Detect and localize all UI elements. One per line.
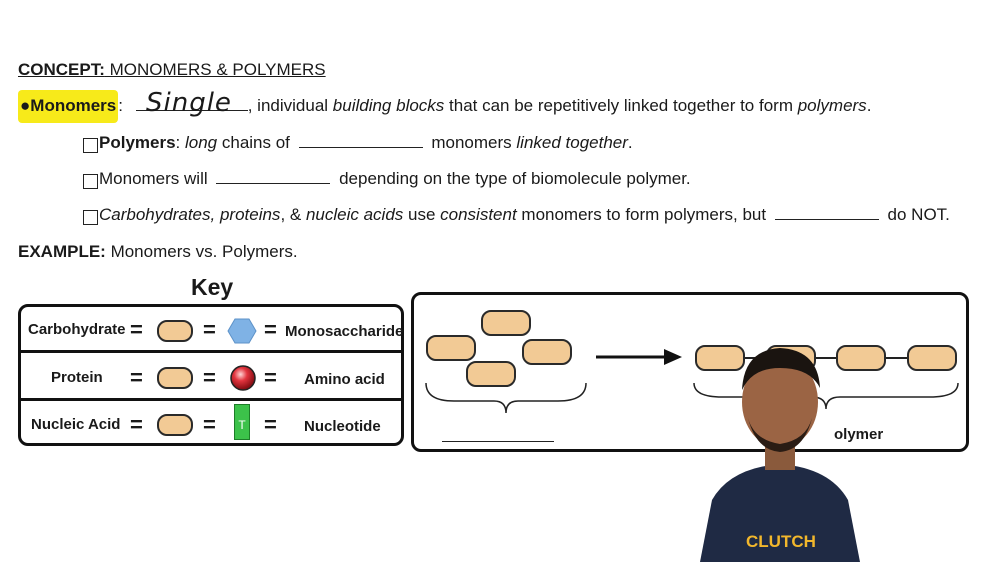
monomers-definition: ●Monomers: , individual building blocks … — [18, 90, 872, 123]
equals: = — [130, 412, 143, 437]
monomer-pill — [695, 345, 745, 371]
example-heading: EXAMPLE: Monomers vs. Polymers. — [18, 242, 298, 262]
polymers-definition: Polymers: long chains of monomers linked… — [99, 133, 633, 153]
hexagon-icon — [227, 318, 257, 344]
polymer-label: olymer — [834, 426, 884, 443]
monomer-pill — [481, 310, 531, 336]
key-panel: Carbohydrate = = = Monosaccharide Protei… — [18, 304, 404, 446]
key-title: Key — [191, 274, 234, 300]
equals: = — [203, 317, 216, 342]
text: use — [403, 205, 441, 224]
brace-icon — [425, 382, 587, 414]
monomer-pill — [836, 345, 886, 371]
equals: = — [264, 317, 277, 342]
answer-blank — [442, 440, 554, 442]
italic-text: polymers — [797, 96, 867, 115]
nucleotide-symbol: T — [238, 418, 246, 432]
monomer-pill — [157, 320, 193, 342]
italic-text: building blocks — [332, 96, 445, 115]
shirt-logo: CLUTCH — [746, 532, 816, 551]
text: : — [175, 133, 185, 152]
arrow-icon — [596, 349, 682, 365]
equals: = — [203, 365, 216, 390]
answer-blank — [135, 109, 248, 111]
divider — [21, 398, 401, 401]
divider — [21, 350, 401, 353]
text: depending on the type of biomolecule pol… — [334, 169, 691, 188]
answer-blank — [216, 182, 331, 184]
checkbox-icon — [83, 138, 98, 153]
monomer-pill — [466, 361, 516, 387]
example-text: Monomers vs. Polymers. — [105, 242, 298, 261]
italic-text: Carbohydrates, proteins — [99, 205, 281, 224]
checkbox-icon — [83, 174, 98, 189]
text: do NOT. — [882, 205, 950, 224]
equals: = — [203, 412, 216, 437]
key-row-name: Nucleic Acid — [31, 416, 121, 433]
text: Monomers will — [99, 169, 213, 188]
monomer-pill — [157, 414, 193, 436]
monomers-highlight: ●Monomers — [18, 90, 119, 123]
brace-icon — [693, 382, 959, 410]
colon: : — [118, 96, 123, 115]
equals: = — [264, 365, 277, 390]
sphere-icon — [230, 365, 256, 391]
key-row-monomer: Monosaccharide — [285, 323, 404, 340]
monomers-term: Monomers — [30, 96, 117, 115]
monomers-will-line: Monomers will depending on the type of b… — [99, 169, 691, 189]
text: monomers — [426, 133, 517, 152]
key-row-monomer: Nucleotide — [304, 418, 381, 435]
example-label: EXAMPLE: — [18, 242, 106, 261]
monomer-pill — [426, 335, 476, 361]
bullet: ● — [20, 96, 31, 115]
polymers-term: Polymers — [99, 133, 176, 152]
key-row-name: Protein — [51, 369, 103, 386]
key-row-monomer: Amino acid — [304, 371, 385, 388]
diagram-panel: olymer — [411, 292, 969, 452]
carbs-line: Carbohydrates, proteins, & nucleic acids… — [99, 205, 950, 225]
answer-blank — [298, 146, 423, 148]
monomer-pill — [907, 345, 957, 371]
monomer-pill — [522, 339, 572, 365]
italic-text: linked together — [516, 133, 628, 152]
key-row-name: Carbohydrate — [28, 321, 126, 338]
italic-text: nucleic acids — [305, 205, 404, 224]
monomer-pill — [157, 367, 193, 389]
italic-text: long — [185, 133, 218, 152]
presenter-video: CLUTCH — [700, 348, 860, 562]
text: monomers to form polymers, but — [516, 205, 771, 224]
concept-label: CONCEPT: — [18, 60, 105, 79]
concept-heading: CONCEPT: MONOMERS & POLYMERS — [18, 60, 326, 80]
text: . — [866, 96, 872, 115]
text: that can be repetitively linked together… — [444, 96, 798, 115]
text: , & — [280, 205, 306, 224]
concept-title: MONOMERS & POLYMERS — [104, 60, 326, 79]
nucleotide-icon: T — [234, 404, 250, 440]
equals: = — [130, 365, 143, 390]
text: . — [627, 133, 633, 152]
answer-blank — [774, 218, 879, 220]
text: , individual — [247, 96, 333, 115]
text: chains of — [217, 133, 295, 152]
italic-text: consistent — [440, 205, 517, 224]
checkbox-icon — [83, 210, 98, 225]
equals: = — [264, 412, 277, 437]
equals: = — [130, 317, 143, 342]
handwritten-answer: Single — [146, 88, 232, 118]
